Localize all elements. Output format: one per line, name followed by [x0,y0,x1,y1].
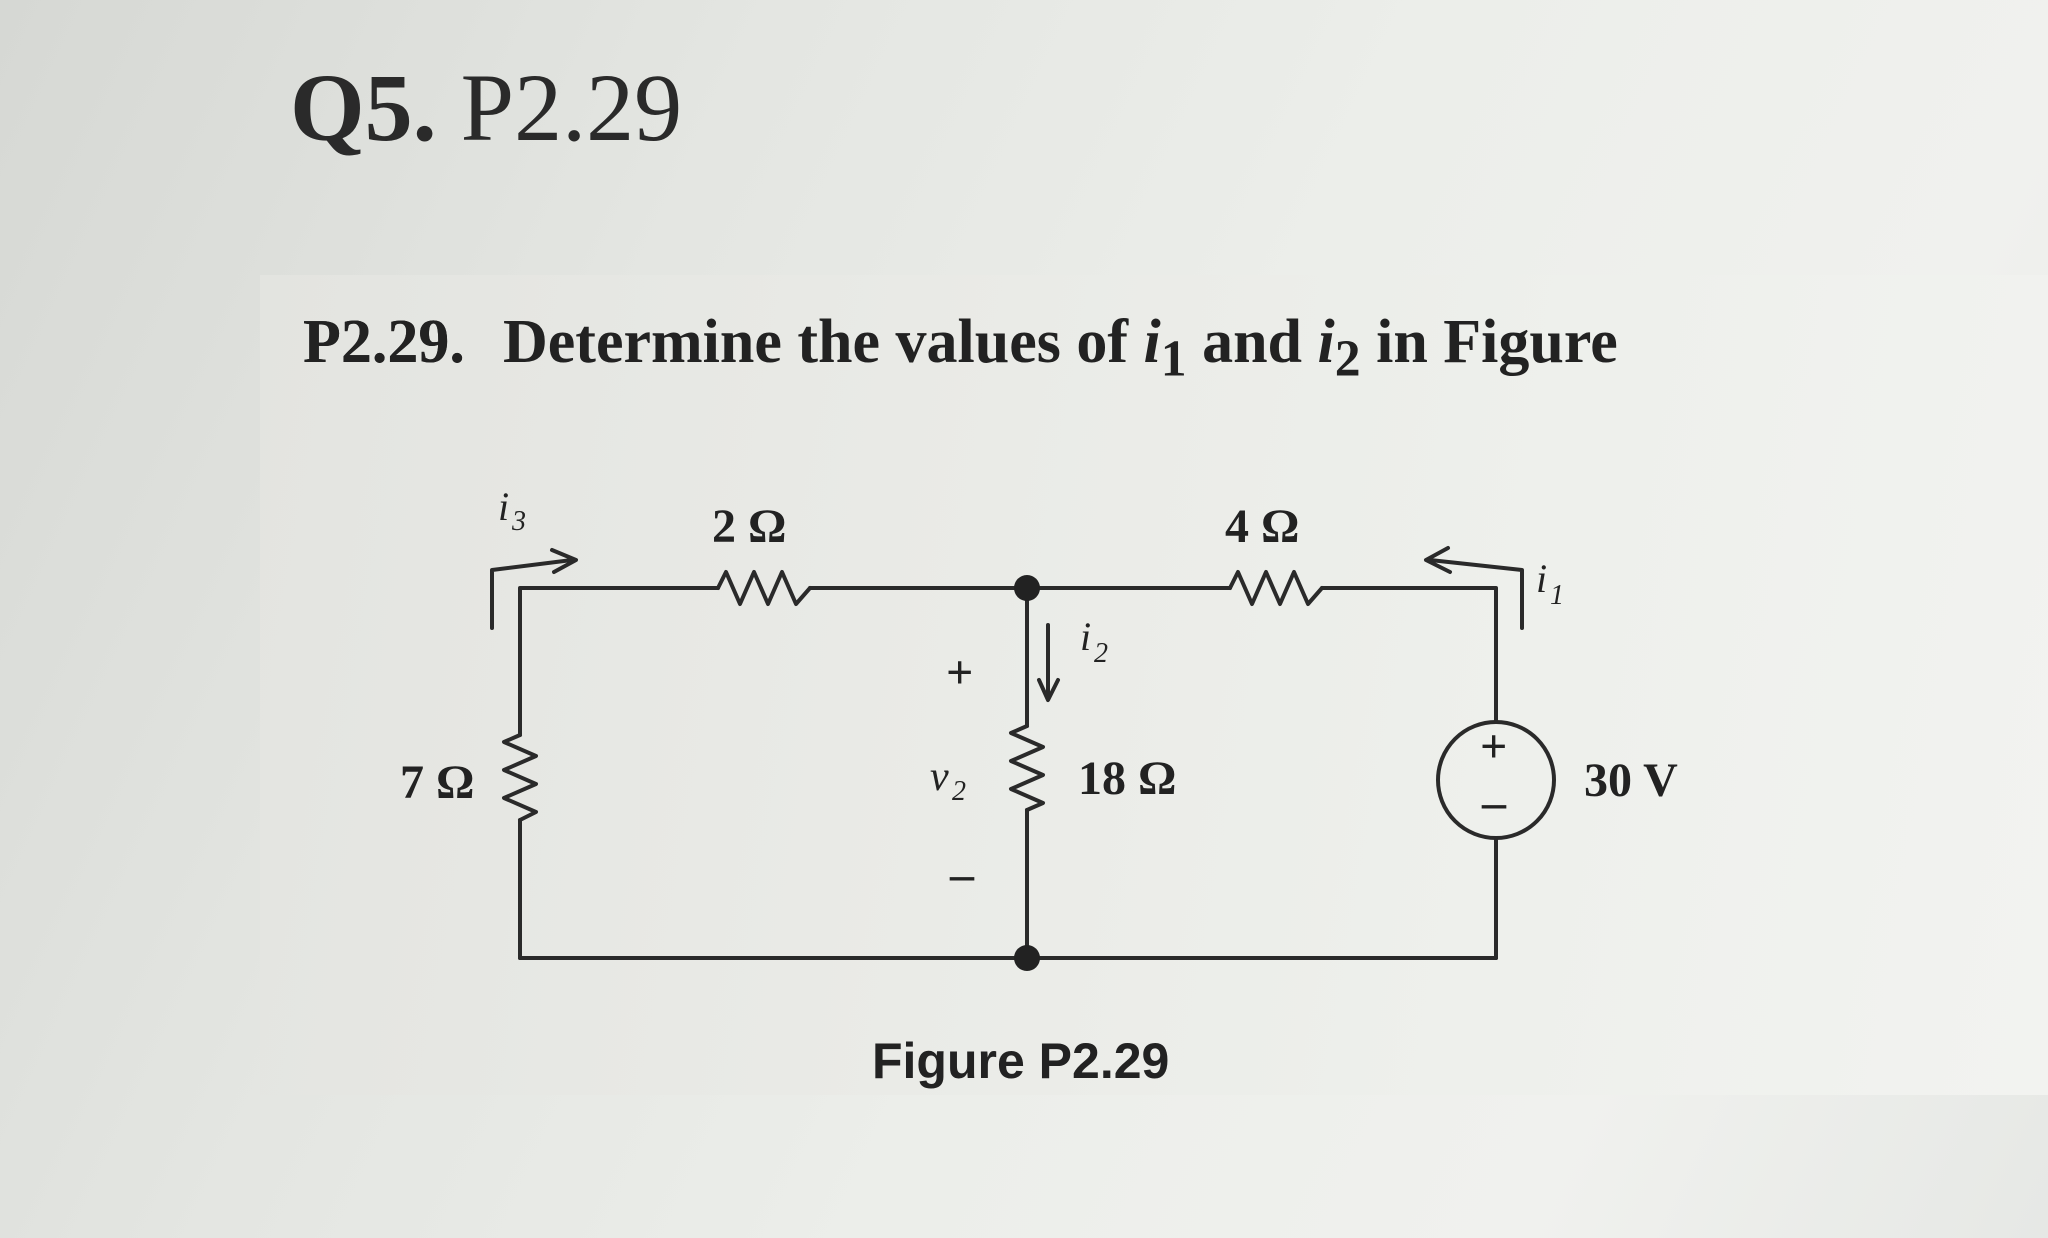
node-bottom [1014,945,1040,971]
problem-number: P2.29. [303,308,465,376]
var-i2: i [1317,308,1335,376]
problem-text-b: in Figure [1376,308,1618,376]
problem-statement: P2.29.Determine the values of i1 and i2 … [303,302,1618,399]
label-i3-var: i [498,484,509,529]
arrow-i2-head [1037,678,1060,702]
voltage-source [1436,720,1556,840]
wire-top-right [1320,586,1498,724]
question-heading: Q5. P2.29 [290,60,682,156]
resistor-7ohm [502,733,538,822]
label-v2-sub: 2 [952,776,966,807]
wire-top-left [518,586,720,737]
sub-i1: 1 [1160,330,1187,388]
v2-minus: – [949,848,975,901]
sub-i2: 2 [1334,330,1361,388]
arrow-i3-head [550,548,578,574]
label-i3-sub: 3 [511,506,526,537]
label-2ohm: 2 Ω [712,500,786,553]
arrow-i1-head [1424,546,1452,574]
source-minus: – [1481,776,1507,829]
problem-text-and: and [1202,308,1303,376]
label-i1-var: i [1536,556,1547,601]
label-18ohm: 18 Ω [1078,752,1176,805]
node-top [1014,575,1040,601]
label-7ohm: 7 Ω [400,756,474,809]
resistor-18ohm [1009,724,1045,812]
label-i1-sub: 1 [1550,580,1564,611]
resistor-2ohm [716,570,812,606]
label-4ohm: 4 Ω [1225,500,1299,553]
source-plus: + [1480,720,1507,773]
label-30v: 30 V [1584,754,1678,807]
arrow-i3 [490,558,574,630]
problem-text-line2: P2.29. [303,308,465,376]
v2-plus: + [946,646,973,699]
arrow-i1 [1428,558,1524,630]
label-i2-sub: 2 [1094,638,1108,669]
problem-text-a: Determine the values of [503,308,1128,376]
label-v2-var: v [930,754,949,800]
var-i1: i [1143,308,1161,376]
label-i2-var: i [1080,614,1091,659]
question-reference: P2.29 [460,54,683,161]
figure-caption: Figure P2.29 [872,1033,1169,1089]
question-number: Q5. [290,54,437,161]
resistor-4ohm [1228,570,1324,606]
